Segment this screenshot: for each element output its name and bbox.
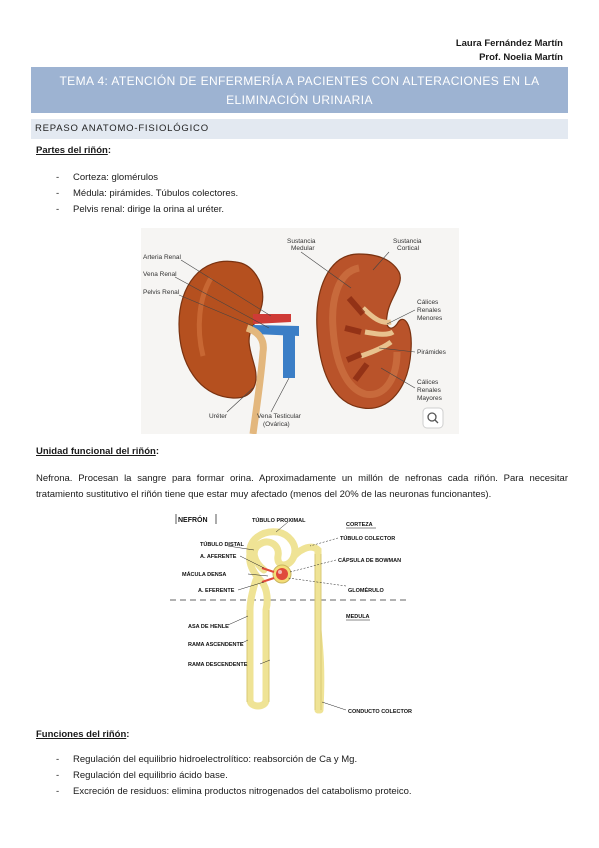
- label-a-eferente: A. EFERENTE: [198, 588, 235, 594]
- label-arteria-renal: Arteria Renal: [143, 254, 181, 261]
- partes-heading-text: Partes del riñón: [36, 145, 108, 156]
- list-item: Excreción de residuos: elimina productos…: [56, 784, 412, 800]
- label-ovarica: (Ovárica): [263, 421, 290, 428]
- author-name: Laura Fernández Martín: [455, 38, 563, 49]
- label-rama-ascendente: RAMA ASCENDENTE: [188, 642, 244, 648]
- unidad-heading: Unidad funcional del riñón:: [36, 446, 159, 457]
- label-cortical-2: Cortical: [397, 245, 420, 252]
- label-capsula-bowman: CÁPSULA DE BOWMAN: [338, 557, 401, 564]
- label-vena-renal: Vena Renal: [143, 271, 177, 278]
- unidad-heading-colon: :: [155, 446, 159, 457]
- label-medula: MEDULA: [346, 614, 370, 620]
- label-tubulo-proximal: TÚBULO PROXIMAL: [252, 517, 306, 524]
- label-mayores-3: Mayores: [417, 395, 443, 402]
- list-item: Pelvis renal: dirige la orina al uréter.: [56, 202, 238, 218]
- label-nefron: NEFRÓN: [178, 515, 208, 524]
- list-item: Regulación del equilibrio hidroelectrolí…: [56, 752, 412, 768]
- list-item: Corteza: glomérulos: [56, 170, 238, 186]
- label-rama-descendente: RAMA DESCENDENTE: [188, 662, 248, 668]
- label-medular-1: Sustancia: [287, 238, 316, 245]
- list-item: Médula: pirámides. Túbulos colectores.: [56, 186, 238, 202]
- label-mayores-1: Cálices: [417, 379, 439, 386]
- nephron-figure: NEFRÓN TÚBULO PROXIMAL CORTEZA TÚBULO DI…: [170, 510, 430, 716]
- funciones-heading: Funciones del riñón:: [36, 729, 129, 740]
- label-conducto-colector: CONDUCTO COLECTOR: [348, 709, 412, 715]
- author-block: Laura Fernández Martín Prof. Noelia Mart…: [456, 37, 563, 65]
- section-title: REPASO ANATOMO-FISIOLÓGICO: [31, 119, 568, 139]
- funciones-heading-colon: :: [126, 729, 130, 740]
- label-piramides: Pirámides: [417, 349, 447, 356]
- partes-heading: Partes del riñón:: [36, 145, 111, 156]
- label-pelvis-renal: Pelvis Renal: [143, 289, 180, 296]
- label-menores-3: Menores: [417, 315, 443, 322]
- label-cortical-1: Sustancia: [393, 238, 422, 245]
- partes-heading-colon: :: [107, 145, 111, 156]
- label-a-aferente: A. AFERENTE: [200, 554, 237, 560]
- professor-name: Prof. Noelia Martín: [479, 52, 563, 63]
- funciones-heading-text: Funciones del riñón: [36, 729, 127, 740]
- nephron-illustration: NEFRÓN TÚBULO PROXIMAL CORTEZA TÚBULO DI…: [170, 514, 412, 715]
- label-asa-henle: ASA DE HENLE: [188, 624, 229, 630]
- kidney-figure: Arteria Renal Vena Renal Pelvis Renal Ur…: [141, 228, 459, 435]
- banner-line-2: ELIMINACIÓN URINARIA: [226, 93, 373, 107]
- label-menores-2: Renales: [417, 307, 442, 314]
- label-macula-densa: MÁCULA DENSA: [182, 571, 226, 578]
- label-tubulo-colector: TÚBULO COLECTOR: [340, 535, 395, 542]
- partes-list: Corteza: glomérulos Médula: pirámides. T…: [56, 170, 238, 218]
- funciones-list: Regulación del equilibrio hidroelectrolí…: [56, 752, 412, 800]
- unidad-paragraph: Nefrona. Procesan la sangre para formar …: [36, 473, 568, 500]
- kidney-illustration: Arteria Renal Vena Renal Pelvis Renal Ur…: [143, 238, 447, 435]
- topic-banner: TEMA 4: ATENCIÓN DE ENFERMERÍA A PACIENT…: [31, 67, 568, 113]
- label-medular-2: Medular: [291, 245, 315, 252]
- label-menores-1: Cálices: [417, 299, 439, 306]
- label-glomerulo: GLOMÉRULO: [348, 586, 384, 594]
- label-vena-testicular: Vena Testicular: [257, 413, 302, 420]
- unidad-heading-text: Unidad funcional del riñón: [36, 446, 156, 457]
- list-item: Regulación del equilibrio ácido base.: [56, 768, 412, 784]
- banner-line-1: TEMA 4: ATENCIÓN DE ENFERMERÍA A PACIENT…: [59, 74, 540, 88]
- zoom-lens-icon[interactable]: [422, 407, 444, 429]
- label-tubulo-distal: TÚBULO DISTAL: [200, 541, 245, 548]
- label-mayores-2: Renales: [417, 387, 442, 394]
- label-ureter: Uréter: [209, 413, 228, 420]
- label-corteza: CORTEZA: [346, 522, 373, 528]
